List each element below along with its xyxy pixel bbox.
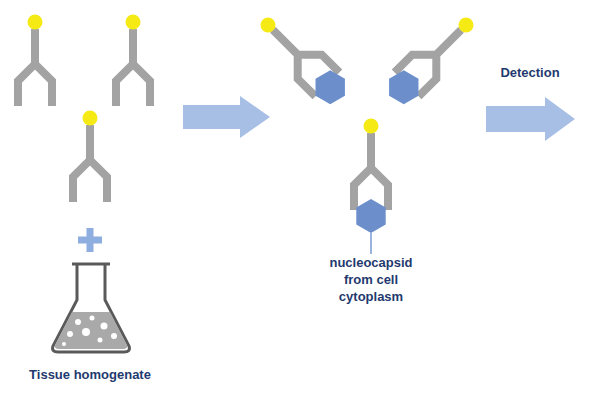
flask-caption: Tissue homogenate [10,366,170,383]
bound-antibody [372,4,487,119]
step-label: Detection [480,64,580,81]
plus-sign [78,228,102,252]
flask-symbol [53,264,130,352]
bound-antibody [247,4,362,119]
leader-line [370,233,372,254]
antibody-symbol [73,111,107,203]
process-arrow [183,96,270,138]
callout-label: nucleocapsid from cell cytoplasm [321,254,421,305]
antibody-symbol [18,15,52,107]
antibody-symbol [116,15,150,107]
process-arrow [486,97,575,141]
bound-antibody [354,119,388,234]
